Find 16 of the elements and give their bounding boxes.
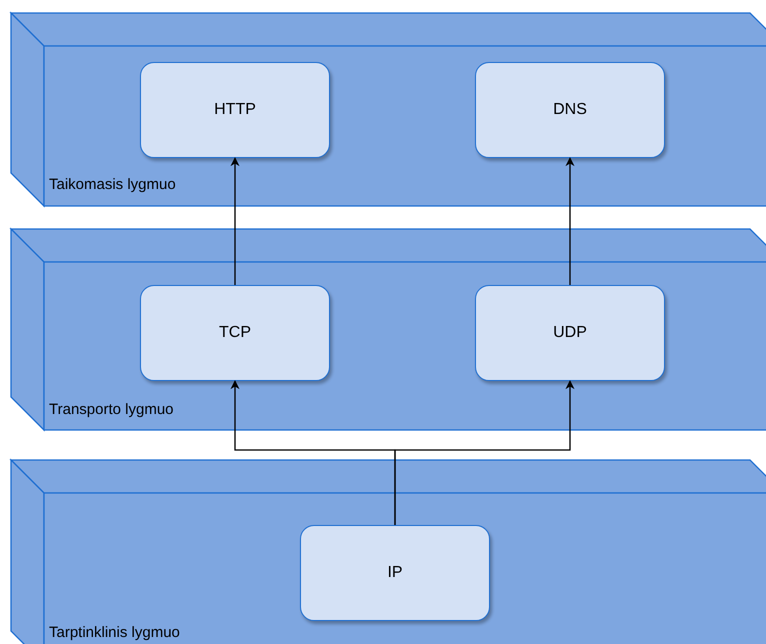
arrow <box>230 157 240 285</box>
protocol-box <box>140 62 330 158</box>
protocol-label: TCP <box>219 324 251 342</box>
arrow <box>565 157 575 285</box>
protocol-label: DNS <box>553 101 587 119</box>
layer-label: Taikomasis lygmuo <box>49 176 176 193</box>
arrow <box>394 380 575 525</box>
protocol-label: UDP <box>553 324 587 342</box>
protocol-box <box>475 62 665 158</box>
layer-label: Transporto lygmuo <box>49 401 174 418</box>
protocol-box <box>140 285 330 381</box>
protocol-box <box>475 285 665 381</box>
protocol-label: IP <box>387 564 403 582</box>
layer-label: Tarptinklinis lygmuo <box>49 624 180 641</box>
protocol-box <box>300 525 490 621</box>
protocol-label: HTTP <box>214 101 256 119</box>
